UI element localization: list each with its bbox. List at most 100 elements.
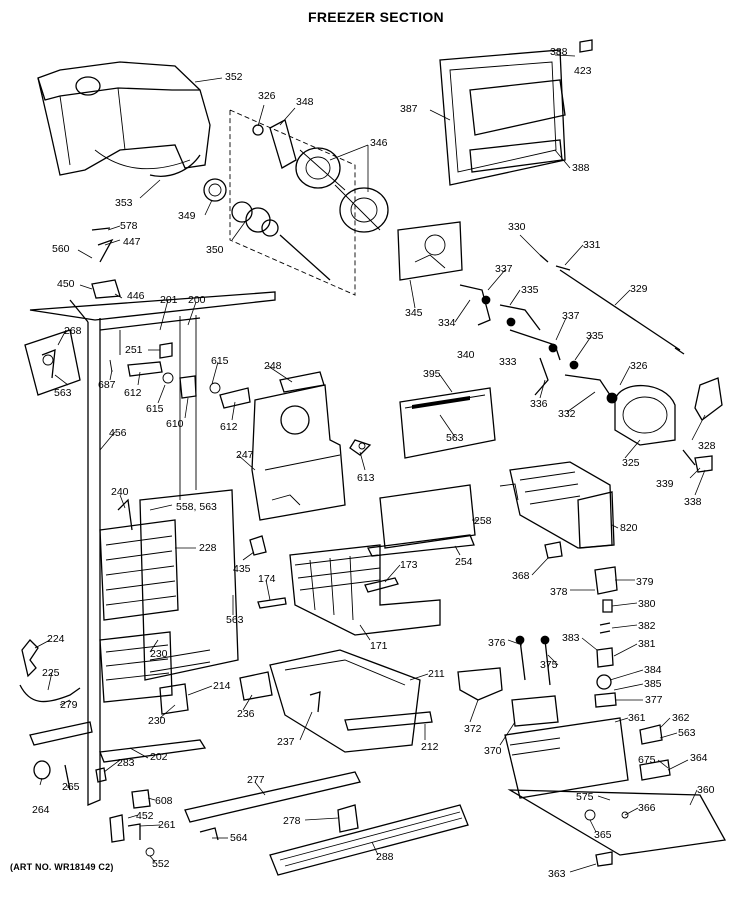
wiring-harness-part <box>515 635 551 686</box>
callout-label: 364 <box>690 752 708 764</box>
callout-label: 345 <box>405 307 423 319</box>
callout-label: 360 <box>697 784 715 796</box>
wire-clips-part <box>109 342 251 409</box>
mounting-bracket-part <box>91 221 463 299</box>
callout-label: 383 <box>562 632 580 644</box>
callout-label: 329 <box>630 283 648 295</box>
callout-label: 340 <box>457 349 475 361</box>
callout-label: 346 <box>370 137 388 149</box>
callout-label: 283 <box>117 757 135 769</box>
callout-label: 174 <box>258 573 276 585</box>
callout-label: 575 <box>576 791 594 803</box>
callout-label: 387 <box>400 103 418 115</box>
fan-shroud-part <box>251 371 372 521</box>
linkage-rods-part <box>459 254 685 396</box>
lower-left-parts <box>19 639 273 857</box>
callout-label: 381 <box>638 638 656 650</box>
evaporator-coil-part <box>99 489 239 703</box>
callout-label: 337 <box>495 263 513 275</box>
callout-label: 361 <box>628 712 646 724</box>
callout-label: 200 <box>188 294 206 306</box>
callout-label: 613 <box>357 472 375 484</box>
callout-label: 328 <box>698 440 716 452</box>
callout-label: 353 <box>115 197 133 209</box>
callout-label: 368 <box>512 570 530 582</box>
diagram-title: FREEZER SECTION <box>308 9 444 25</box>
callout-label: 372 <box>464 723 482 735</box>
callout-label: 251 <box>125 344 143 356</box>
callout-label: 423 <box>574 65 592 77</box>
callout-label: 326 <box>258 90 276 102</box>
callout-label: 370 <box>484 745 502 757</box>
callout-label: 820 <box>620 522 638 534</box>
callout-label: 288 <box>376 851 394 863</box>
callout-label: 564 <box>230 832 248 844</box>
leader-lines <box>34 54 706 873</box>
callout-label: 379 <box>636 576 654 588</box>
ice-maker-part <box>499 461 615 549</box>
callout-label: 254 <box>455 556 473 568</box>
callout-label: 366 <box>638 802 656 814</box>
callout-label: 352 <box>225 71 243 83</box>
callout-label: 337 <box>562 310 580 322</box>
callout-label: 615 <box>146 403 164 415</box>
callout-label: 237 <box>277 736 295 748</box>
callout-label: 687 <box>98 379 116 391</box>
shelf-parts <box>249 484 476 636</box>
callout-label: 362 <box>672 712 690 724</box>
callout-label: 375 <box>540 659 558 671</box>
callout-label: 378 <box>550 586 568 598</box>
callout-label: 171 <box>370 640 388 652</box>
callout-label: 377 <box>645 694 663 706</box>
callout-label: 348 <box>296 96 314 108</box>
callout-label: 365 <box>594 829 612 841</box>
callout-label: 278 <box>283 815 301 827</box>
callout-label: 380 <box>638 598 656 610</box>
ice-bin-part <box>269 649 433 753</box>
callout-label: 236 <box>237 708 255 720</box>
callout-label: 385 <box>644 678 662 690</box>
callout-label: 552 <box>152 858 170 870</box>
callout-label: 258 <box>474 515 492 527</box>
callout-label: 612 <box>124 387 142 399</box>
callout-label: 350 <box>206 244 224 256</box>
callout-label: 608 <box>155 795 173 807</box>
callout-label: 560 <box>52 243 70 255</box>
callout-label: 435 <box>233 563 251 575</box>
ice-bucket-part <box>37 61 211 177</box>
callout-label: 558, 563 <box>176 501 217 513</box>
callout-label: 224 <box>47 633 65 645</box>
callout-label: 615 <box>211 355 229 367</box>
callout-label: 376 <box>488 637 506 649</box>
callout-label: 334 <box>438 317 456 329</box>
art-number: (ART NO. WR18149 C2) <box>10 862 114 872</box>
callout-label: 248 <box>264 360 282 372</box>
callout-label: 382 <box>638 620 656 632</box>
callout-label: 675 <box>638 754 656 766</box>
callout-label: 331 <box>583 239 601 251</box>
freezer-liner-part <box>29 291 276 806</box>
callout-label: 563 <box>226 614 244 626</box>
callout-label: 338 <box>684 496 702 508</box>
callout-label: 335 <box>586 330 604 342</box>
callout-label: 261 <box>158 819 176 831</box>
callout-label: 325 <box>622 457 640 469</box>
callout-label: 388 <box>550 46 568 58</box>
callout-label: 333 <box>499 356 517 368</box>
callout-label: 456 <box>109 427 127 439</box>
callout-label: 336 <box>530 398 548 410</box>
callout-label: 279 <box>60 699 78 711</box>
callout-label: 230 <box>148 715 166 727</box>
dispenser-motor-part <box>457 667 727 867</box>
callout-label: 612 <box>220 421 238 433</box>
callout-label: 326 <box>630 360 648 372</box>
callout-label: 277 <box>247 774 265 786</box>
bottom-rails-part <box>184 771 469 876</box>
callout-label: 388 <box>572 162 590 174</box>
ice-maker-motor-part <box>606 377 723 473</box>
callout-label: 349 <box>178 210 196 222</box>
callout-label: 230 <box>150 648 168 660</box>
callout-label: 247 <box>236 449 254 461</box>
callout-label: 330 <box>508 221 526 233</box>
light-socket-part <box>24 329 81 396</box>
